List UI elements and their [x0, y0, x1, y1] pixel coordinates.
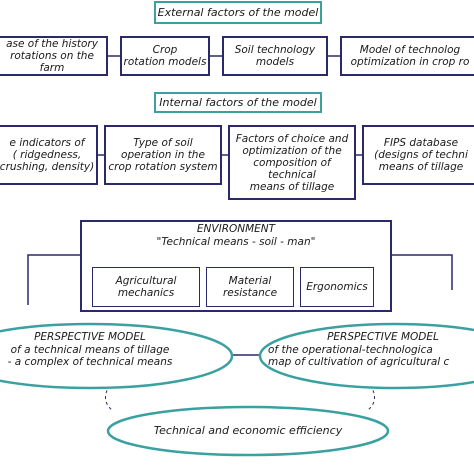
- external-box-soil-technology-text: Soil technology models: [234, 44, 316, 68]
- external-box-optimization: Model of technolog optimization in crop …: [340, 36, 474, 76]
- efficiency-label: Technical and economic efficiency: [153, 424, 343, 437]
- internal-box-fips-database-text: FIPS database (designs of techni means o…: [374, 137, 468, 173]
- environment-subtitle: "Technical means - soil - man": [156, 236, 316, 248]
- environment-box-material-resistance: Material resistance: [206, 267, 294, 307]
- external-box-soil-technology: Soil technology models: [222, 36, 328, 76]
- internal-box-soil-operation: Type of soil operation in the crop rotat…: [104, 125, 222, 185]
- arrow-env-to-left-perspective: [27, 254, 80, 305]
- arrow-env-to-right-perspective: [392, 254, 453, 290]
- external-box-crop-rotation-text: Crop rotation models: [123, 44, 207, 68]
- perspective-left-ellipse: [0, 322, 234, 390]
- internal-factors-title: Internal factors of the model: [159, 95, 317, 109]
- internal-box-choice-factors-text: Factors of choice and optimization of th…: [235, 132, 349, 193]
- environment-title: ENVIRONMENT: [196, 223, 276, 235]
- environment-box-agricultural-mechanics: Agricultural mechanics: [92, 267, 200, 307]
- external-box-crop-rotation: Crop rotation models: [120, 36, 210, 76]
- internal-box-indicators: e indicators of ( ridgedness, crushing, …: [0, 125, 98, 185]
- external-factors-title: External factors of the model: [157, 5, 319, 19]
- external-box-history: ase of the history rotations on the farm: [0, 36, 108, 76]
- perspective-right-body: of the operational-technologica map of c…: [268, 344, 450, 368]
- perspective-right-title: PERSPECTIVE MODEL: [327, 331, 439, 343]
- internal-box-soil-operation-text: Type of soil operation in the crop rotat…: [108, 137, 218, 173]
- external-box-history-text: ase of the history rotations on the farm: [6, 38, 98, 74]
- perspective-left-title: PERSPECTIVE MODEL: [34, 331, 146, 343]
- perspective-right-ellipse: [258, 322, 474, 390]
- internal-box-fips-database: FIPS database (designs of techni means o…: [362, 125, 474, 185]
- internal-box-choice-factors: Factors of choice and optimization of th…: [228, 125, 356, 200]
- environment-box-ergonomics: Ergonomics: [300, 267, 374, 307]
- external-box-optimization-text: Model of technolog optimization in crop …: [350, 44, 470, 68]
- environment-box-material-resistance-text: Material resistance: [222, 275, 278, 299]
- internal-factors-header: Internal factors of the model: [154, 92, 322, 113]
- external-factors-header: External factors of the model: [154, 1, 322, 24]
- environment-box-ergonomics-text: Ergonomics: [306, 281, 368, 293]
- internal-box-indicators-text: e indicators of ( ridgedness, crushing, …: [0, 137, 95, 173]
- perspective-left-body: of a technical means of tillage - a comp…: [7, 344, 173, 368]
- efficiency-ellipse: [106, 405, 390, 457]
- environment-box-agricultural-mechanics-text: Agricultural mechanics: [115, 275, 177, 299]
